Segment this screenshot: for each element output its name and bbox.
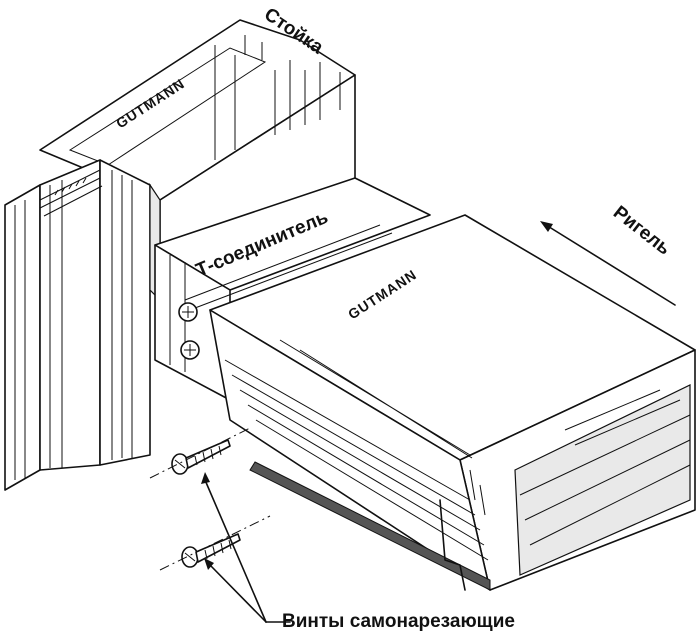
t-connector [154, 177, 431, 401]
leader-lines [201, 221, 676, 623]
post-profile [4, 19, 356, 491]
screw-lower [181, 533, 241, 568]
label-screws: Винты самонарезающие [282, 611, 515, 632]
screw-upper [171, 439, 231, 475]
transom-profile [209, 214, 696, 591]
self-tapping-screws [149, 427, 271, 571]
